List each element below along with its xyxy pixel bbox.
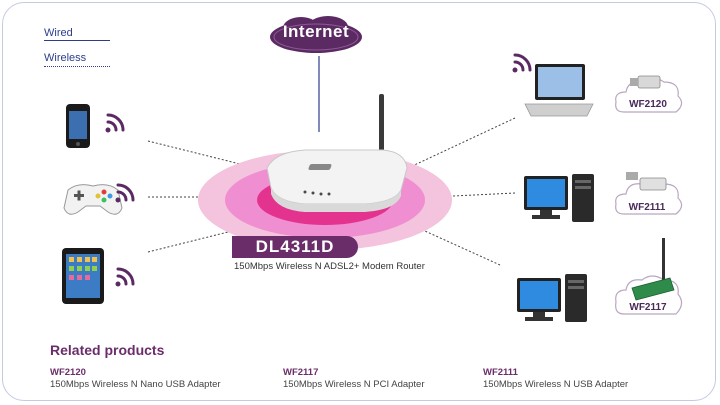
related-product-name-2: WF2117	[283, 367, 319, 378]
gamepad-icon	[63, 184, 123, 215]
router-model-badge: DL4311D	[232, 236, 358, 258]
related-product-name-1: WF2120	[50, 367, 86, 378]
pci-adapter-icon	[631, 238, 675, 301]
related-products-title: Related products	[50, 342, 165, 358]
adapter-label-wf2120: WF2120	[629, 99, 667, 110]
router-description: 150Mbps Wireless N ADSL2+ Modem Router	[234, 261, 425, 272]
internet-cloud-icon	[270, 16, 362, 53]
desktop-pc-icon	[517, 274, 587, 322]
adapter-label-wf2117: WF2117	[629, 302, 667, 313]
smartphone-client	[66, 104, 125, 148]
gamepad-client	[63, 183, 135, 215]
smartphone-icon	[66, 104, 90, 148]
diagram-frame	[2, 2, 716, 401]
related-product-desc-2: 150Mbps Wireless N PCI Adapter	[283, 379, 425, 390]
laptop-icon	[524, 64, 594, 117]
adapter-cloud-wf2120	[615, 75, 683, 113]
router-illustration	[198, 94, 452, 250]
wifi-signal-icon	[115, 183, 135, 203]
usb-adapter-icon	[626, 172, 667, 191]
wireless-link-pc2	[404, 221, 501, 266]
wireless-link-phone	[147, 140, 273, 173]
adapter-cloud-wf2111	[615, 172, 683, 215]
internet-label: Internet	[282, 22, 350, 41]
adapter-label-wf2111: WF2111	[628, 202, 666, 213]
wifi-signal-icon	[105, 113, 125, 133]
related-product-desc-3: 150Mbps Wireless N USB Adapter	[483, 379, 629, 390]
wifi-signal-icon	[115, 267, 135, 287]
legend-wireless-line	[44, 66, 110, 67]
laptop-client	[512, 53, 594, 117]
legend-wired-label: Wired	[44, 27, 73, 39]
desktop-client-1	[524, 174, 594, 222]
desktop-pc-icon	[524, 174, 594, 222]
wifi-signal-icon	[512, 53, 532, 73]
legend-wireless-label: Wireless	[44, 52, 87, 64]
tablet-icon	[62, 248, 104, 304]
related-product-desc-1: 150Mbps Wireless N Nano USB Adapter	[50, 379, 221, 390]
adapter-cloud-wf2117	[615, 238, 683, 315]
tablet-client	[62, 248, 135, 304]
router-icon	[266, 149, 408, 212]
desktop-client-2	[517, 274, 587, 322]
usb-adapter-icon	[630, 75, 661, 89]
legend-wired-line	[44, 40, 110, 41]
related-product-name-3: WF2111	[483, 367, 518, 378]
